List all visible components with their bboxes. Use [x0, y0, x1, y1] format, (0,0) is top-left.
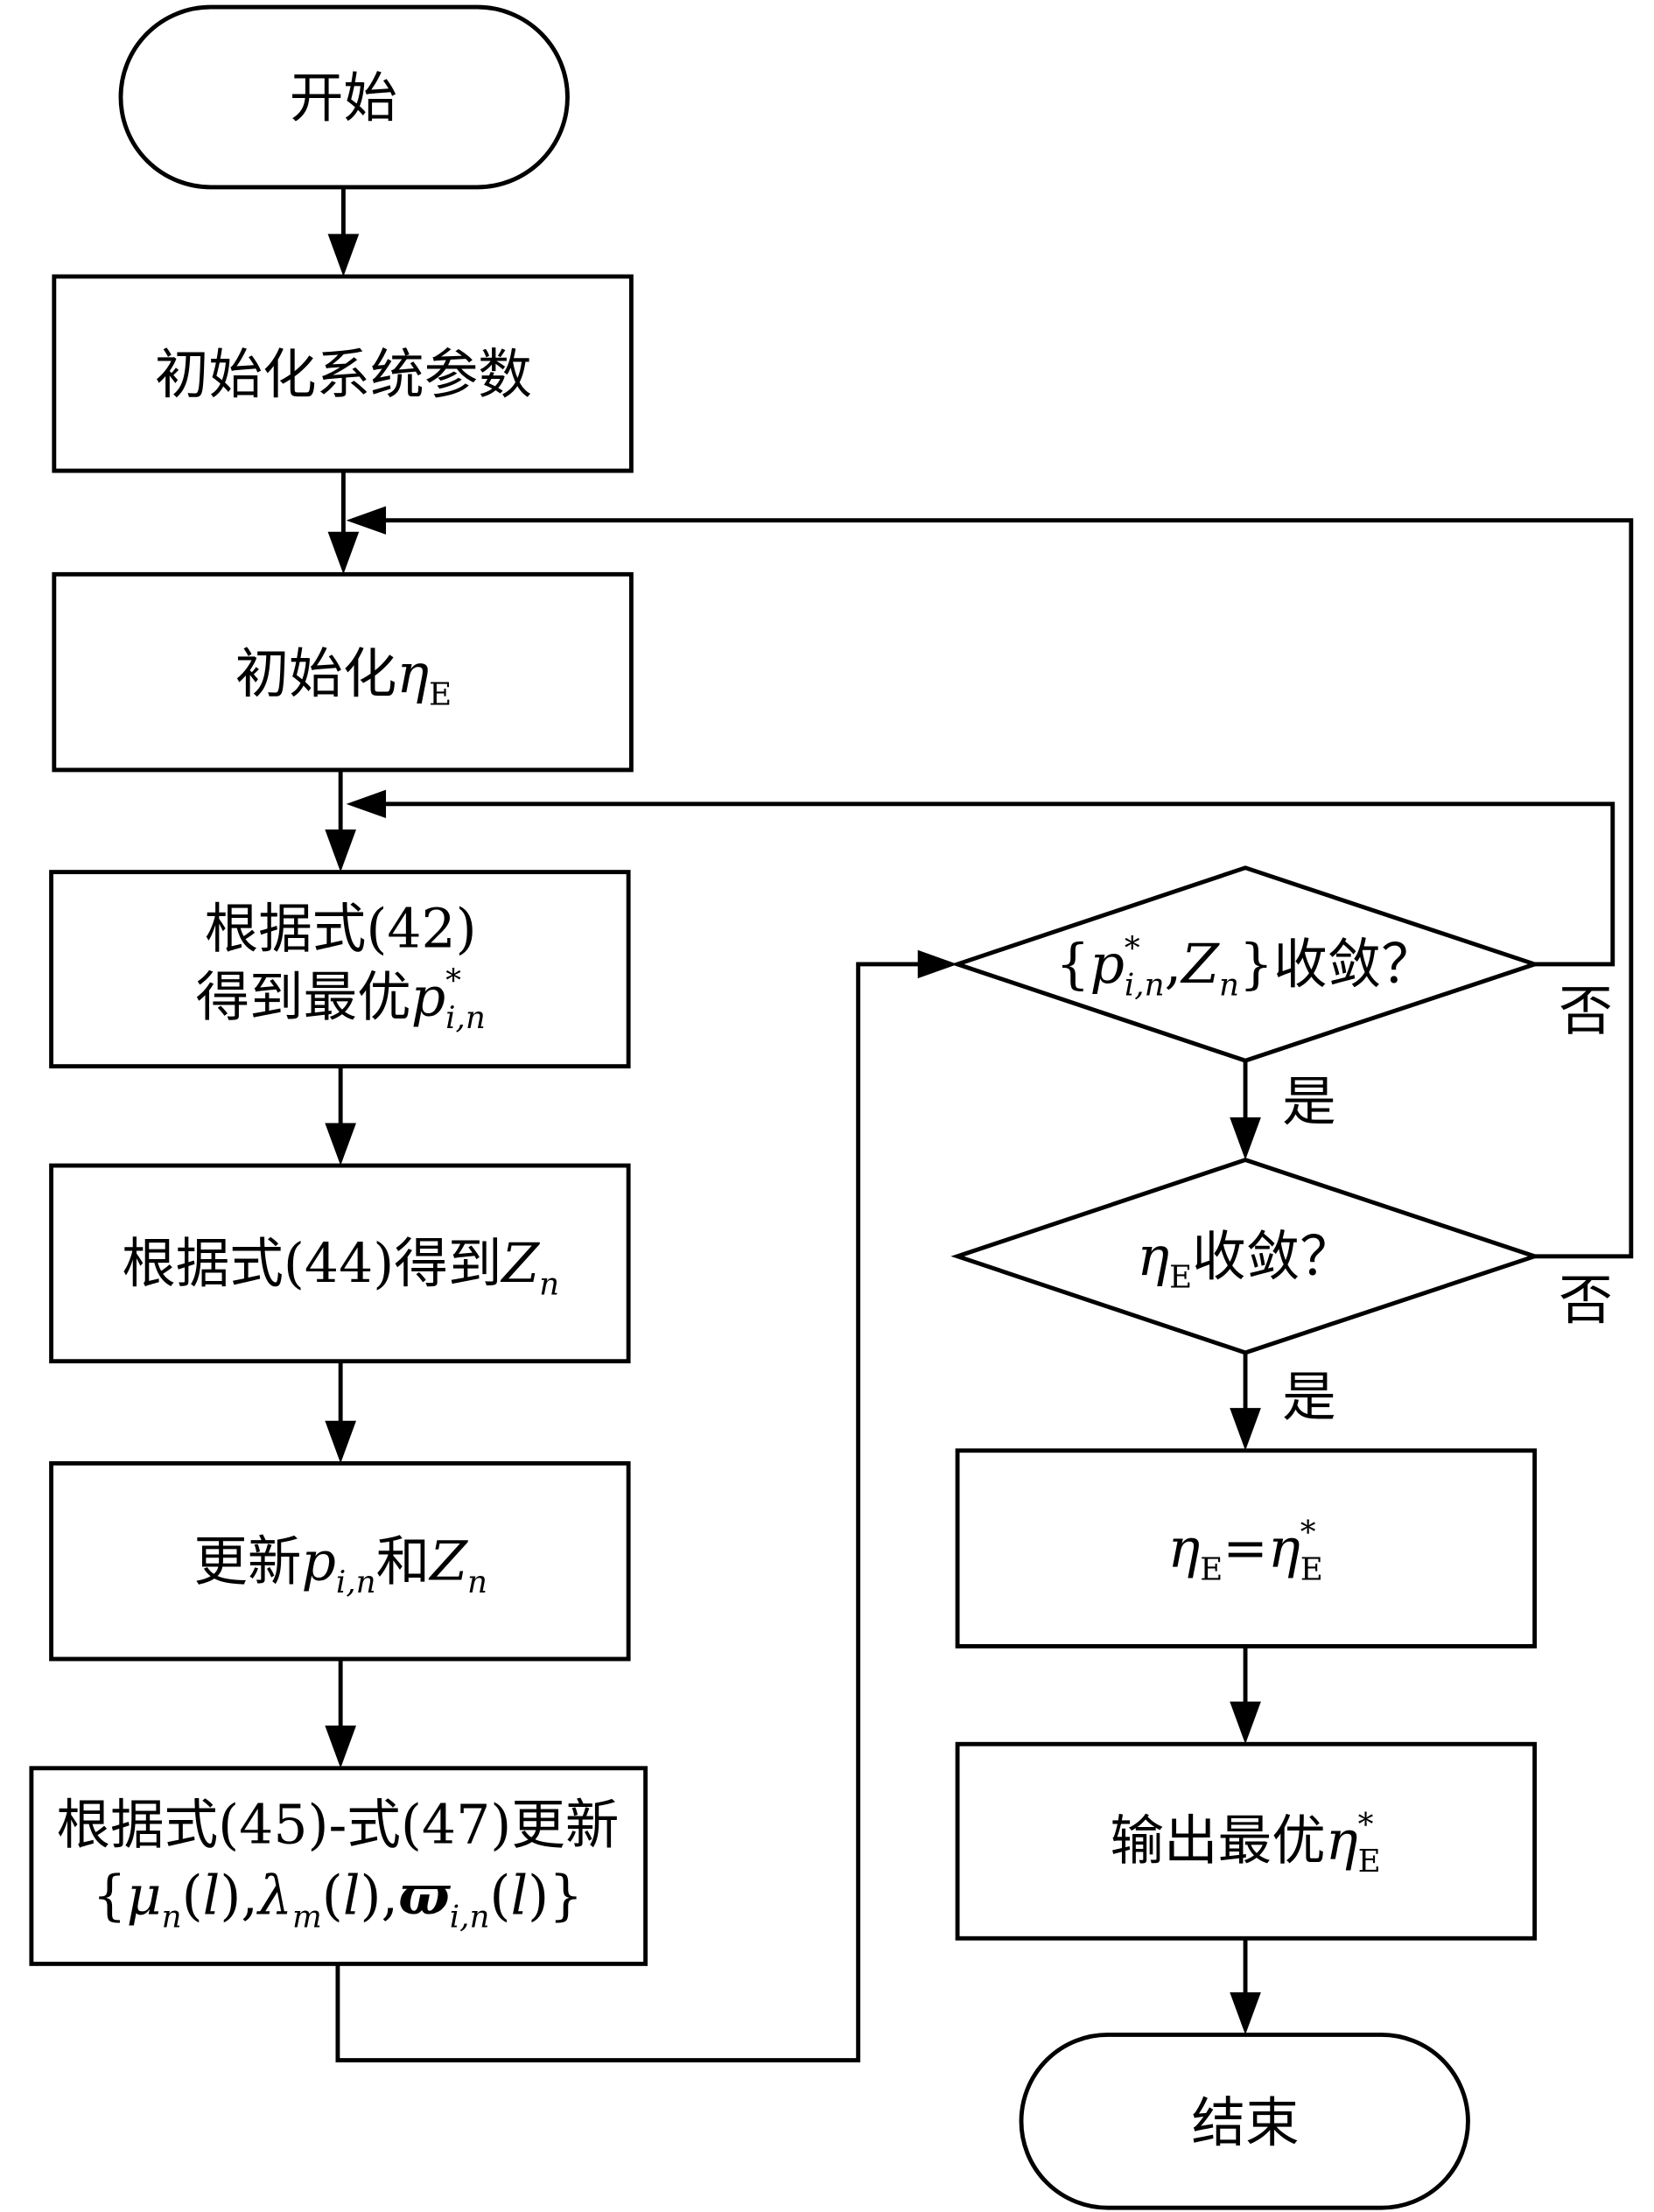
check-pz-label: {p*i,n,Zn}收敛？: [1055, 930, 1434, 1003]
eq44-label: 根据式(44)得到Zn: [122, 1232, 559, 1303]
eq45-p1-l: l: [203, 1865, 221, 1928]
arrow-init-params-to-init-eta: [327, 471, 360, 575]
update-text2: 和: [376, 1530, 431, 1592]
eq42-text: 得到最优: [195, 965, 410, 1028]
process-init-eta: 初始化ηE: [52, 571, 634, 773]
arrow-check-pz-no-loop: [346, 789, 1615, 967]
arrow-eq44-to-update: [325, 1361, 356, 1464]
end-terminal: 结束: [1019, 2033, 1470, 2210]
update-label: 更新pi,n和Zn: [193, 1530, 487, 1600]
arrow-output-to-end: [1230, 1938, 1261, 2035]
eq45-lambda-sub: m: [292, 1899, 322, 1935]
check-pz-sep: ,: [1165, 933, 1182, 996]
update-sub2: n: [467, 1564, 487, 1600]
eq45-p3-close: )}: [528, 1865, 583, 1928]
eq45-47-line1: 根据式(45)-式(47)更新: [56, 1794, 619, 1857]
assign-eta-label: ηE=η*E: [1167, 1515, 1322, 1587]
arrow-eq42-to-eq44: [325, 1066, 356, 1166]
process-init-params: 初始化系统参数: [52, 274, 634, 473]
arrow-start-to-init-params: [327, 186, 360, 276]
eq42-sub: i,n: [445, 1000, 486, 1036]
decision-check-pz: {p*i,n,Zn}收敛？: [950, 865, 1542, 1063]
process-assign-eta: ηE=η*E: [955, 1448, 1538, 1648]
check-eta-text: 收敛？: [1192, 1225, 1354, 1288]
output-label: 输出最优η*E: [1110, 1807, 1380, 1880]
eq45-varpi: ϖ: [398, 1864, 451, 1928]
eq45-p3-l: l: [510, 1865, 528, 1928]
assign-eta-var2: η: [1268, 1517, 1300, 1580]
decision-check-eta: ηE收敛？: [950, 1158, 1542, 1355]
eq45-p2-l: l: [343, 1865, 361, 1928]
output-var: η: [1326, 1809, 1358, 1872]
eq44-var: Z: [500, 1232, 540, 1295]
init-params-label: 初始化系统参数: [155, 343, 532, 406]
arrow-check-eta-no-loop: [346, 506, 1634, 1259]
update-sub1: i,n: [336, 1564, 376, 1600]
arrow-check-eta-yes: [1230, 1352, 1261, 1451]
arrow-check-pz-yes: [1230, 1060, 1261, 1160]
eq45-open: {: [92, 1865, 126, 1928]
eq45-lambda: λ: [256, 1865, 292, 1928]
check-eta-var: η: [1137, 1225, 1169, 1288]
init-eta-var: η: [396, 642, 429, 705]
output-sup: *: [1358, 1807, 1374, 1843]
assign-eta-sub1: E: [1200, 1551, 1223, 1587]
init-eta-text: 初始化: [235, 642, 397, 705]
eq45-p2-close: ),: [361, 1865, 399, 1928]
eq45-mu: μ: [127, 1865, 162, 1928]
eq45-p2-open: (: [322, 1865, 343, 1928]
output-sub: E: [1358, 1844, 1381, 1880]
check-pz-sub2: n: [1219, 968, 1239, 1004]
check-pz-close: }收敛？: [1239, 933, 1435, 996]
eq44-sub: n: [539, 1267, 559, 1303]
start-label: 开始: [290, 66, 397, 130]
update-var2: Z: [428, 1530, 468, 1592]
init-eta-sub: E: [429, 676, 452, 712]
eq42-line2: 得到最优p*i,n: [195, 963, 485, 1036]
end-label: 结束: [1191, 2091, 1299, 2154]
process-output: 输出最优η*E: [955, 1741, 1538, 1941]
check-eta-sub: E: [1169, 1259, 1192, 1295]
assign-eta-sup2: *: [1300, 1515, 1316, 1550]
eq45-47-line2: {μn(l),λm(l),ϖi,n(l)}: [92, 1864, 583, 1936]
output-text: 输出最优: [1110, 1809, 1325, 1872]
check-pz-var2: Z: [1180, 933, 1220, 996]
eq45-mu-sub: n: [162, 1899, 182, 1935]
process-eq45-47: 根据式(45)-式(47)更新 {μn(l),λm(l),ϖi,n(l)}: [29, 1766, 648, 1966]
arrow-eq45-47-to-check-pz: [335, 949, 958, 2063]
check-eta-no-label: 否: [1559, 1269, 1613, 1332]
eq45-p1-open: (: [182, 1865, 203, 1928]
update-var1: p: [302, 1530, 336, 1592]
start-terminal: 开始: [118, 4, 570, 190]
assign-eta-sub2: E: [1300, 1551, 1323, 1587]
eq45-varpi-sub: i,n: [450, 1899, 490, 1935]
assign-eta-var1: η: [1167, 1517, 1200, 1580]
check-pz-no-label: 否: [1559, 979, 1613, 1042]
process-eq44: 根据式(44)得到Zn: [49, 1163, 631, 1364]
check-pz-yes-label: 是: [1282, 1070, 1336, 1133]
check-pz-sup1: *: [1125, 930, 1140, 966]
update-text1: 更新: [193, 1530, 301, 1592]
eq44-text: 根据式(44)得到: [122, 1232, 501, 1295]
process-update: 更新pi,n和Zn: [49, 1460, 631, 1662]
check-pz-open: {: [1055, 933, 1090, 996]
arrow-update-to-eq45-47: [325, 1659, 356, 1768]
process-eq42: 根据式(42) 得到最优p*i,n: [49, 870, 631, 1069]
assign-eta-eq: =: [1223, 1517, 1268, 1580]
check-pz-var1: p: [1090, 933, 1124, 996]
init-eta-label: 初始化ηE: [235, 642, 452, 713]
arrow-init-eta-to-eq42: [325, 769, 356, 872]
check-eta-yes-label: 是: [1282, 1365, 1336, 1428]
check-pz-sub1: i,n: [1125, 968, 1165, 1004]
eq42-line1: 根据式(42): [205, 898, 477, 961]
arrow-assign-to-output: [1230, 1646, 1261, 1745]
eq42-sup: *: [445, 963, 461, 999]
check-eta-label: ηE收敛？: [1137, 1225, 1354, 1296]
eq42-var: p: [411, 965, 445, 1028]
eq45-p3-open: (: [489, 1865, 510, 1928]
eq45-p1-close: ),: [220, 1865, 258, 1928]
